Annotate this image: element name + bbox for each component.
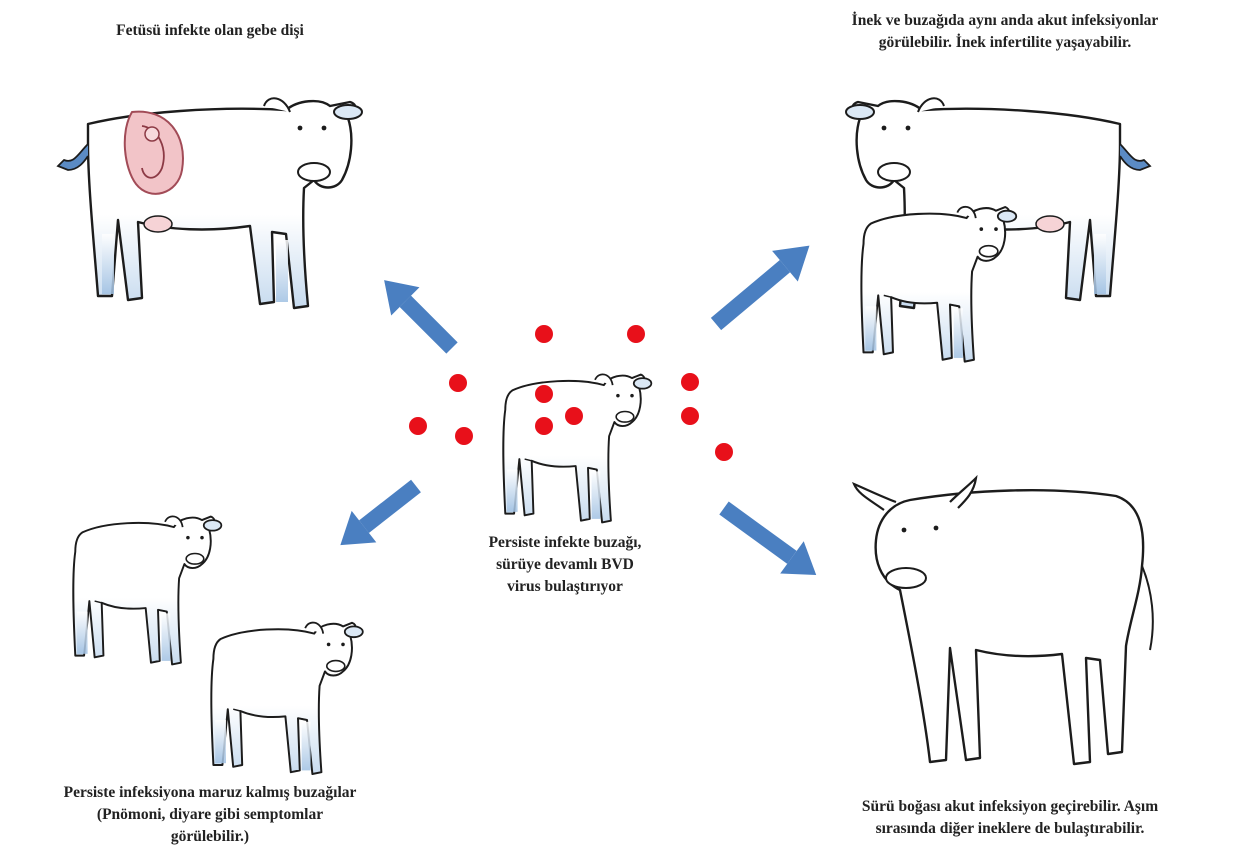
caption-line: Persiste infeksiyona maruz kalmış buzağı…	[0, 782, 420, 804]
arrow-icon	[370, 266, 466, 362]
caption-top-left: Fetüsü infekte olan gebe dişi	[40, 20, 380, 42]
caption-line: görülebilir. İnek infertilite yaşayabili…	[775, 32, 1235, 54]
arrow-icon	[712, 492, 828, 591]
virus-dot-icon	[535, 325, 553, 343]
virus-dot-icon	[715, 443, 733, 461]
arrow-icon	[703, 230, 822, 339]
caption-line: görülebilir.)	[0, 826, 420, 848]
bull-icon	[854, 478, 1153, 764]
virus-dot-icon	[681, 373, 699, 391]
virus-dot-icon	[449, 374, 467, 392]
caption-center: Persiste infekte buzağı, sürüye devamlı …	[440, 532, 690, 598]
caption-top-right: İnek ve buzağıda aynı anda akut infeksiy…	[775, 10, 1235, 54]
caption-line: Fetüsü infekte olan gebe dişi	[40, 20, 380, 42]
caption-line: İnek ve buzağıda aynı anda akut infeksiy…	[775, 10, 1235, 32]
caption-bottom-left: Persiste infeksiyona maruz kalmış buzağı…	[0, 782, 420, 848]
arrow-icon	[328, 470, 428, 561]
calf-icon	[73, 516, 221, 664]
calf-icon	[861, 207, 1016, 362]
caption-line: virus bulaştırıyor	[440, 576, 690, 598]
calf-icon	[503, 374, 651, 522]
calf-icon	[211, 623, 362, 774]
virus-dot-icon	[565, 407, 583, 425]
virus-dot-icon	[455, 427, 473, 445]
virus-dot-icon	[627, 325, 645, 343]
virus-dot-icon	[681, 407, 699, 425]
caption-bottom-right: Sürü boğası akut infeksiyon geçirebilir.…	[780, 796, 1240, 840]
caption-line: Sürü boğası akut infeksiyon geçirebilir.…	[780, 796, 1240, 818]
virus-dot-icon	[535, 417, 553, 435]
virus-dot-icon	[535, 385, 553, 403]
caption-line: sürüye devamlı BVD	[440, 554, 690, 576]
caption-line: (Pnömoni, diyare gibi semptomlar	[0, 804, 420, 826]
pregnant-cow-icon	[58, 98, 362, 308]
virus-dot-icon	[409, 417, 427, 435]
caption-line: Persiste infekte buzağı,	[440, 532, 690, 554]
caption-line: sırasında diğer ineklere de bulaştırabil…	[780, 818, 1240, 840]
